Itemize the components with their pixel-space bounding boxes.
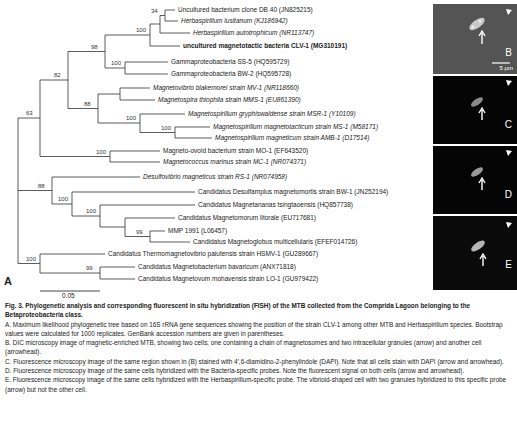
bootstrap-value: 88 [38, 183, 45, 189]
scale-label: 5 µm [500, 65, 513, 71]
panel-letter: C [505, 120, 512, 130]
caption-paragraph: A. Maximum likelihood phylogenetic tree … [5, 320, 513, 339]
taxon-label: Magnetovibrio blakemorei strain MV-1 (NR… [153, 85, 299, 92]
micrograph-panel: D [433, 146, 517, 214]
taxon-label: Magnetospira thiophila strain MMS-1 (EU8… [158, 97, 301, 104]
bootstrap-value: 100 [86, 208, 96, 214]
micrograph-panel: C [433, 76, 517, 144]
bootstrap-value: 99 [136, 229, 143, 235]
bootstrap-value: 100 [26, 256, 36, 262]
taxon-label: uncultured magnetotactic bacteria CLV-1 … [183, 43, 347, 50]
taxon-label: Candidatus Magnetananas tsingtaoensis (H… [198, 202, 353, 209]
taxon-label: Desulfovibrio magneticus strain RS-1 (NR… [143, 174, 287, 181]
bootstrap-value: 98 [91, 44, 98, 50]
taxon-label: Candidatus Thermomagnetovibrio paiutensi… [108, 251, 318, 258]
taxon-label: Candidatus Magnetovum mohavensis strain … [138, 276, 318, 283]
micrograph-panel: E [433, 216, 517, 290]
bootstrap-value: 63 [26, 110, 33, 116]
taxon-label: Magnetospirillum gryphiswaldense strain … [188, 111, 356, 118]
micrograph-panel: B 5 µm [433, 4, 517, 74]
taxon-label: Gammaproteobacteria SS-5 (HQ595729) [171, 59, 290, 66]
bootstrap-value: 100 [58, 196, 68, 202]
panel-letter: E [505, 260, 512, 270]
panel-letter: A [4, 276, 12, 287]
scale-value: 0.05 [62, 293, 75, 300]
panel-letter: B [505, 48, 512, 58]
taxon-label: Magnetococcus marinus strain MC-1 (NR074… [163, 159, 306, 166]
taxon-label: Magneto-ovoid bacterium strain MO-1 (EF6… [163, 148, 308, 155]
caption-paragraph: C. Fluorescence microscopy image of the … [5, 357, 513, 366]
taxon-label: Candidatus Desulfamplus magnetomortis st… [198, 189, 388, 196]
taxon-label: Herbaspirillum autotrophicum (NR113747) [193, 30, 314, 37]
taxon-label: Candidatus Magnetobacterium bavaricum (A… [138, 264, 296, 271]
caption-paragraph: D. Fluorescence microscopy image of the … [5, 366, 513, 375]
taxon-label: MMP 1991 (L06457) [168, 228, 227, 235]
panel-letter: D [505, 190, 512, 200]
taxon-label: Uncultured bacterium clone DB 40 (JN8252… [178, 7, 313, 14]
bootstrap-value: 100 [136, 27, 146, 33]
taxon-label: Candidatus Magnetoglobus multicellularis… [193, 239, 357, 246]
tree-branches [18, 10, 212, 279]
bootstrap-value: 82 [54, 72, 61, 78]
taxon-label: Herbaspirillum lusitanum (KJ186942) [181, 18, 288, 25]
caption-block: Fig. 3. Phylogenetic analysis and corres… [5, 301, 513, 394]
taxon-label: Gammaproteobacteria BW-2 (HQ595728) [171, 71, 291, 78]
bootstrap-value: 34 [151, 8, 158, 14]
bootstrap-value: 88 [84, 101, 91, 107]
bootstrap-value: 100 [111, 60, 121, 66]
caption-paragraph: E. Fluorescence microscopy image of the … [5, 375, 513, 394]
caption-paragraph: B. DIC microscopy image of magnetic-enri… [5, 338, 513, 357]
taxon-label: Magnetospirillum magnetotacticum strain … [213, 124, 378, 131]
scale-bar [40, 291, 100, 292]
taxon-label: Candidatus Magnetomorum litorale (EU7176… [178, 215, 316, 222]
bootstrap-value: 99 [86, 265, 93, 271]
bootstrap-value: 100 [126, 115, 136, 121]
bootstrap-value: 100 [96, 149, 106, 155]
figure-caption: Fig. 3. Phylogenetic analysis and corres… [5, 301, 513, 320]
taxon-label: Magnetospirillum magneticum strain AMB-1… [215, 135, 369, 142]
bootstrap-value: 100 [161, 125, 171, 131]
